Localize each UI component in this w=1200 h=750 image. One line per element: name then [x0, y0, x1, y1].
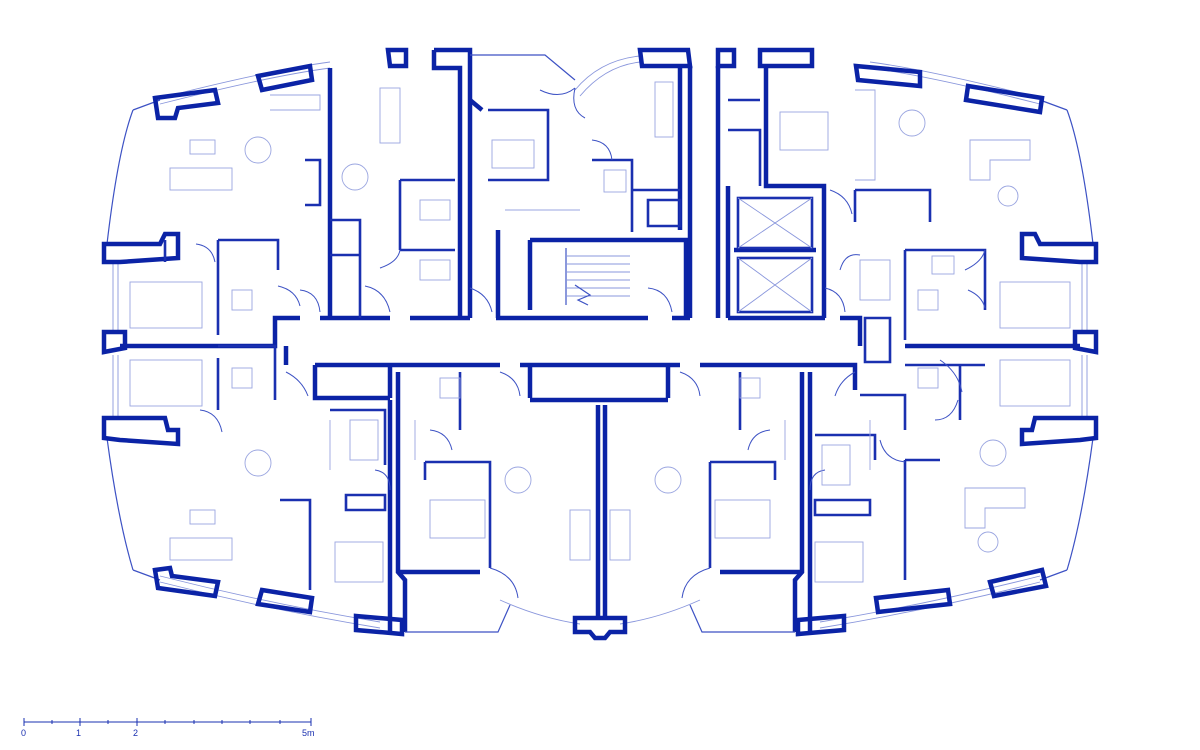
scale-label-2: 2	[133, 728, 139, 738]
scale-label-1: 1	[76, 728, 82, 738]
balconies	[405, 54, 795, 633]
lift-shafts	[736, 196, 814, 314]
furniture	[129, 81, 1071, 583]
stair-core	[565, 248, 630, 306]
scale-bar	[23, 718, 312, 726]
structural-walls	[120, 47, 1080, 632]
perimeter-piers	[101, 47, 1099, 641]
interior-partitions	[163, 98, 987, 590]
scale-label-0: 0	[21, 728, 27, 738]
doors	[195, 87, 986, 599]
scale-label-5m: 5m	[302, 728, 315, 738]
